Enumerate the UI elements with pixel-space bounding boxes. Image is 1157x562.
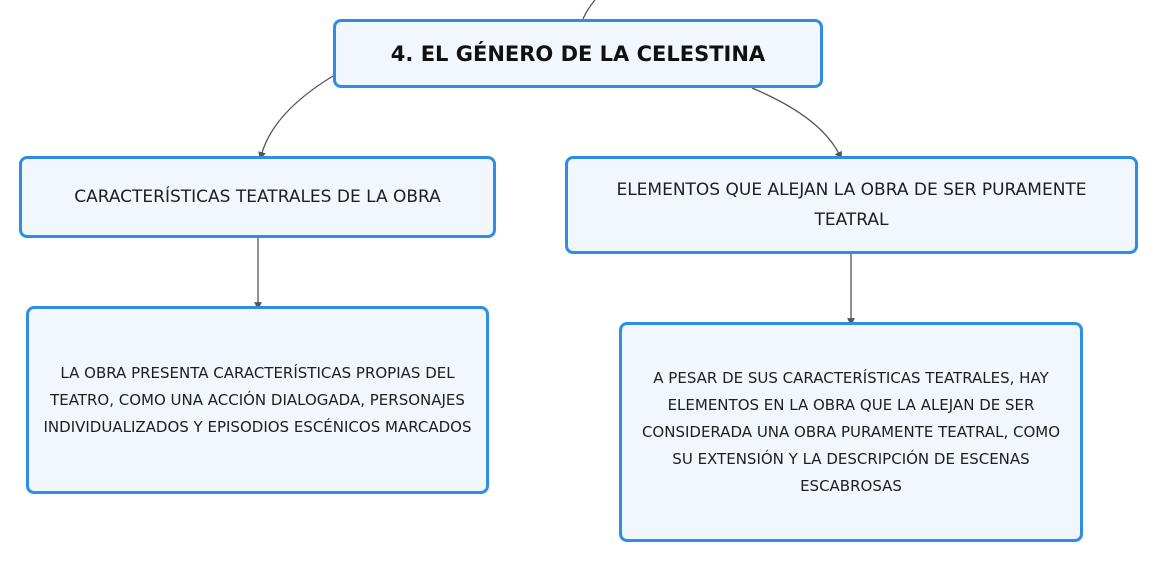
leaf-node-text: A PESAR DE SUS CARACTERÍSTICAS TEATRALES… (641, 368, 1061, 495)
branch-node-label: CARACTERÍSTICAS TEATRALES DE LA OBRA (74, 187, 441, 207)
leaf-node-non-teatral-description[interactable]: A PESAR DE SUS CARACTERÍSTICAS TEATRALES… (619, 322, 1083, 542)
branch-node-label: ELEMENTOS QUE ALEJAN LA OBRA DE SER PURA… (616, 180, 1087, 230)
leaf-node-text: LA OBRA PRESENTA CARACTERÍSTICAS PROPIAS… (43, 363, 472, 436)
leaf-node-teatral-description[interactable]: LA OBRA PRESENTA CARACTERÍSTICAS PROPIAS… (26, 306, 489, 494)
connector-root-to-branch-left (258, 75, 334, 160)
connector-parent-to-root (582, 0, 596, 20)
connector-root-to-branch-right (751, 87, 842, 160)
root-node-label: 4. EL GÉNERO DE LA CELESTINA (390, 41, 766, 66)
root-node[interactable]: 4. EL GÉNERO DE LA CELESTINA (333, 19, 823, 88)
branch-node-non-teatral-elements[interactable]: ELEMENTOS QUE ALEJAN LA OBRA DE SER PURA… (565, 156, 1138, 254)
branch-node-teatral-characteristics[interactable]: CARACTERÍSTICAS TEATRALES DE LA OBRA (19, 156, 496, 238)
